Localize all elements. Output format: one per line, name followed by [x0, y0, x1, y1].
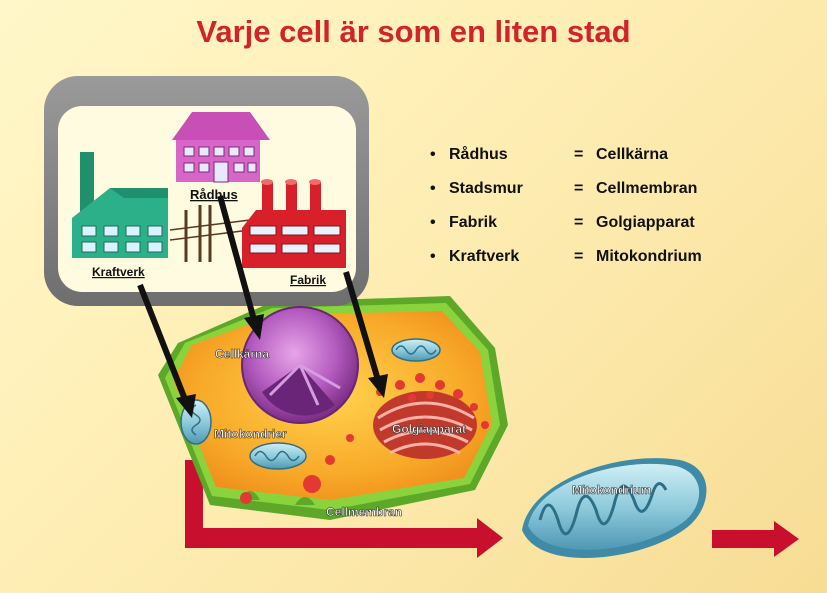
label-cellkarna: Cellkärna — [215, 347, 269, 361]
factory-building — [242, 179, 346, 268]
golgi-apparatus — [373, 391, 477, 459]
arrow-radhus-to-nucleus — [217, 195, 264, 340]
legend-definition: Golgiapparat — [596, 214, 695, 231]
label-radhus: Rådhus — [190, 187, 238, 202]
town-hall-building — [172, 112, 270, 183]
label-mitokondrium: Mitokondrium — [572, 483, 651, 497]
label-fabrik: Fabrik — [290, 273, 326, 287]
equals-sign: = — [574, 248, 584, 265]
legend-term: Kraftverk — [449, 248, 520, 265]
power-plant-building — [72, 152, 168, 258]
legend-term: Stadsmur — [449, 180, 523, 197]
power-lines — [169, 205, 251, 262]
label-cellmembran: Cellmembran — [326, 505, 402, 519]
legend-row: • Rådhus = Cellkärna — [430, 146, 750, 180]
legend-definition: Cellkärna — [596, 146, 669, 163]
flow-arrow-left — [185, 460, 503, 558]
bullet: • — [430, 146, 436, 163]
legend-row: • Fabrik = Golgiapparat — [430, 214, 750, 248]
bullet: • — [430, 214, 436, 231]
arrow-kraftverk-to-mitochondrion — [137, 283, 196, 418]
legend-term: Rådhus — [449, 146, 508, 163]
label-mitokondrier: Mitokondrier — [214, 427, 287, 441]
bullet: • — [430, 180, 436, 197]
nucleus — [241, 306, 359, 424]
vesicles — [240, 373, 489, 504]
bullet: • — [430, 248, 436, 265]
equals-sign: = — [574, 146, 584, 163]
analogy-legend: • Rådhus = Cellkärna • Stadsmur = Cellme… — [430, 146, 750, 282]
mitochondrion-small-3 — [249, 442, 307, 470]
legend-row: • Stadsmur = Cellmembran — [430, 180, 750, 214]
legend-row: • Kraftverk = Mitokondrium — [430, 248, 750, 282]
page-title: Varje cell är som en liten stad — [196, 14, 631, 49]
legend-definition: Mitokondrium — [596, 248, 702, 265]
arrow-fabrik-to-golgi — [343, 271, 388, 398]
equals-sign: = — [574, 214, 584, 231]
legend-term: Fabrik — [449, 214, 498, 231]
label-golgiapparat: Golgiapparat — [392, 422, 466, 436]
label-kraftverk: Kraftverk — [92, 265, 145, 279]
mitochondrion-small-1 — [391, 338, 441, 362]
legend-definition: Cellmembran — [596, 180, 698, 197]
flow-arrow-right — [712, 521, 799, 557]
equals-sign: = — [574, 180, 584, 197]
mitochondrion-large — [522, 458, 707, 558]
